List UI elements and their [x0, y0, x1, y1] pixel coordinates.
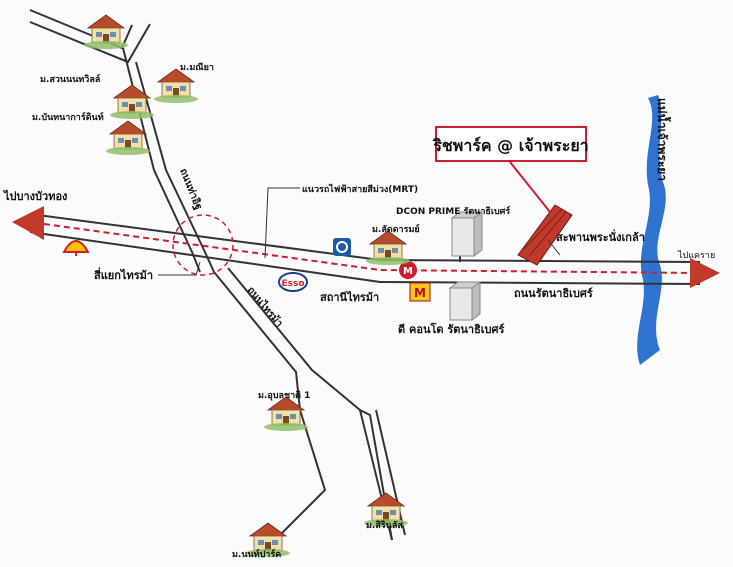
river-shape [637, 95, 666, 365]
intersection-pointer [158, 261, 201, 276]
village-ladawan-label: ม.ลัดดารมย์ [372, 223, 420, 235]
north-road-label: ถนนท่าอิฐ [177, 167, 205, 212]
village-nonpark-label: ม.นนท์ปาร์ค [232, 548, 281, 560]
village-sirinlas-label: ม.สิรินลัส [366, 520, 403, 531]
project-name-label: ริชพาร์ค @ เจ้าพระยา [432, 136, 589, 155]
main-road-label: ถนนรัตนาธิเบศร์ [514, 287, 593, 300]
makro-logo-icon: M [409, 282, 431, 302]
village-bantanakarn-label: ม.บันทนาการ์ดินท์ [32, 111, 104, 123]
arrow-west [12, 206, 44, 240]
mrt-station-icon: M [399, 261, 417, 279]
bank-logo-icon [333, 238, 351, 256]
road-south [213, 267, 393, 546]
shell-logo-icon [62, 240, 90, 256]
village-manee-label: ม.มณียา [180, 62, 214, 73]
project-pointer [509, 161, 551, 213]
mrt-line [43, 223, 699, 274]
mrt-label-pointer [264, 187, 300, 259]
svg-text:Esso: Esso [281, 279, 304, 289]
esso-logo-icon: Esso [278, 272, 308, 292]
svg-text:M: M [403, 266, 413, 277]
village-suan-nonthavilla-label: ม.สวนนนทวิลล์ [40, 73, 100, 85]
village-ubonchat-label: ม.อุบลชาติ 1 [258, 390, 310, 401]
condo-south-building [448, 281, 482, 321]
mrt-station-label: สถานีไทรม้า [320, 290, 379, 304]
project-label-box [435, 126, 587, 162]
svg-text:M: M [414, 286, 426, 300]
intersection-label: สี่แยกไทรม้า [94, 267, 153, 282]
condo-south-label: ดี คอนโด รัตนาธิเบศร์ [398, 322, 505, 336]
mrt-line-label: แนวรถไฟฟ้าสายสีม่วง(MRT) [302, 183, 418, 195]
condo-north-label: DCON PRIME รัตนาธิเบศร์ [396, 205, 510, 217]
house-icon [83, 14, 129, 50]
south-road-label: ถนนไทรม้า [245, 284, 286, 330]
condo-north-building [450, 211, 484, 257]
house-icon [153, 68, 199, 104]
bridge-pointer [547, 239, 561, 256]
road-top-west [29, 9, 151, 64]
river-label: แม่น้ำเจ้าพระยา [655, 98, 672, 181]
house-icon [365, 230, 411, 266]
bridge-label: สะพานพระนั่งเกล้า [556, 229, 645, 244]
project-building [517, 204, 573, 266]
arrow-east [690, 258, 720, 288]
intersection-circle [172, 214, 234, 276]
west-direction-label: ไปบางบัวทอง [2, 189, 67, 203]
east-direction-label: ไปแคราย [677, 250, 715, 261]
